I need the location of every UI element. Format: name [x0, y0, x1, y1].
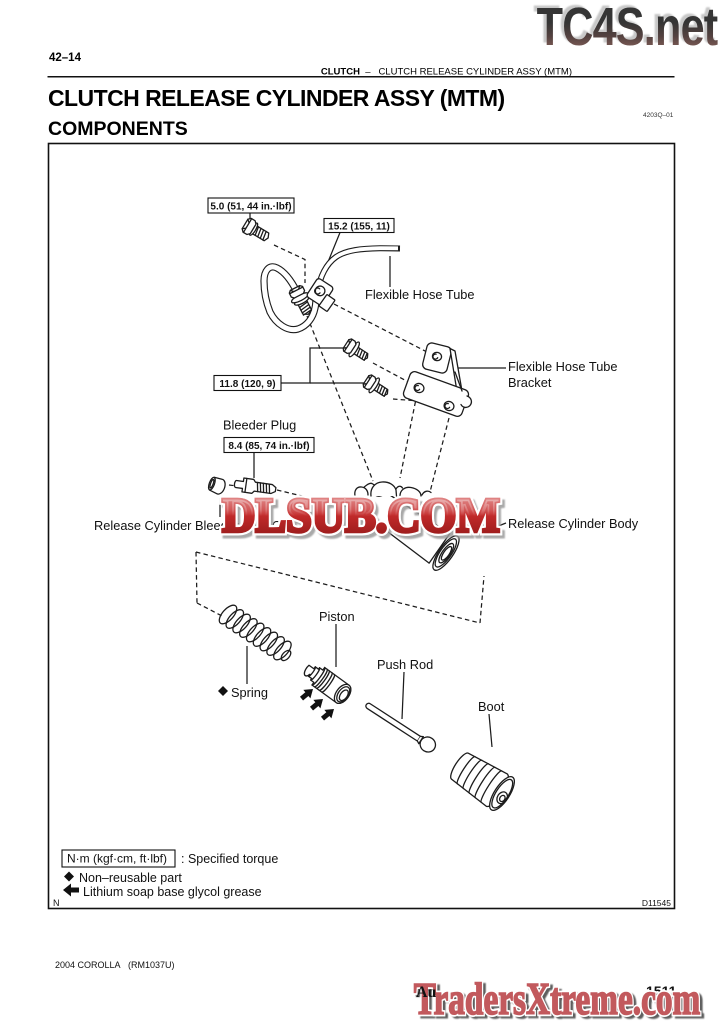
- svg-text:Non–reusable part: Non–reusable part: [79, 871, 182, 885]
- svg-text:42–14: 42–14: [49, 52, 82, 64]
- svg-text:Lithium soap base glycol greas: Lithium soap base glycol grease: [83, 885, 262, 899]
- svg-text:COMPONENTS: COMPONENTS: [48, 118, 188, 140]
- svg-text:Push Rod: Push Rod: [377, 657, 433, 672]
- svg-text:5.0 (51, 44 in.·lbf): 5.0 (51, 44 in.·lbf): [210, 202, 291, 213]
- svg-text:DLSUB.COM: DLSUB.COM: [222, 489, 500, 542]
- svg-text:TC4S.net: TC4S.net: [537, 0, 718, 57]
- svg-text:8.4 (85, 74 in.·lbf): 8.4 (85, 74 in.·lbf): [228, 441, 309, 452]
- svg-text:Bleeder Plug: Bleeder Plug: [223, 418, 296, 433]
- svg-text:DLSUB.COM: DLSUB.COM: [222, 489, 500, 542]
- svg-text:N: N: [53, 898, 60, 908]
- svg-text:4203Q–01: 4203Q–01: [643, 112, 674, 119]
- svg-text:TC4S.net: TC4S.net: [533, 0, 714, 55]
- svg-text:Piston: Piston: [319, 609, 355, 624]
- svg-text:Flexible Hose Tube: Flexible Hose Tube: [365, 287, 475, 302]
- svg-text:DLSUB.COM: DLSUB.COM: [222, 489, 500, 542]
- svg-text:TradersXtreme.com: TradersXtreme.com: [414, 973, 701, 1024]
- svg-text:TradersXtreme.com: TradersXtreme.com: [417, 975, 704, 1024]
- svg-text:: Specified torque: : Specified torque: [181, 852, 278, 866]
- svg-text:11.8 (120, 9): 11.8 (120, 9): [219, 379, 275, 390]
- svg-text:N·m (kgf·cm, ft·lbf): N·m (kgf·cm, ft·lbf): [67, 852, 167, 866]
- svg-text:D11545: D11545: [642, 898, 671, 908]
- svg-text:15.2 (155, 11): 15.2 (155, 11): [328, 222, 390, 233]
- svg-text:CLUTCH RELEASE CYLINDER ASSY (: CLUTCH RELEASE CYLINDER ASSY (MTM): [48, 85, 505, 111]
- svg-text:Release Cylinder Bleeder Plug: Release Cylinder Bleeder Plug Cap: [94, 518, 295, 533]
- svg-text:2004 COROLLA (RM1037U): 2004 COROLLA (RM1037U): [55, 960, 175, 970]
- svg-text:Bracket: Bracket: [508, 375, 552, 390]
- svg-text:1511: 1511: [646, 983, 677, 999]
- svg-text:Flexible Hose Tube: Flexible Hose Tube: [508, 359, 618, 374]
- svg-text:Spring: Spring: [231, 685, 268, 700]
- svg-text:CLUTCH – CLUTCH RELEASE CYL: CLUTCH – CLUTCH RELEASE CYLINDER ASSY (M…: [321, 67, 572, 78]
- svg-text:Au: Au: [416, 984, 437, 1001]
- svg-text:Release Cylinder Body: Release Cylinder Body: [508, 516, 639, 531]
- svg-text:TradersXtreme.com: TradersXtreme.com: [414, 973, 701, 1024]
- svg-text:Boot: Boot: [478, 699, 505, 714]
- svg-text:DLSUB.COM: DLSUB.COM: [225, 493, 503, 546]
